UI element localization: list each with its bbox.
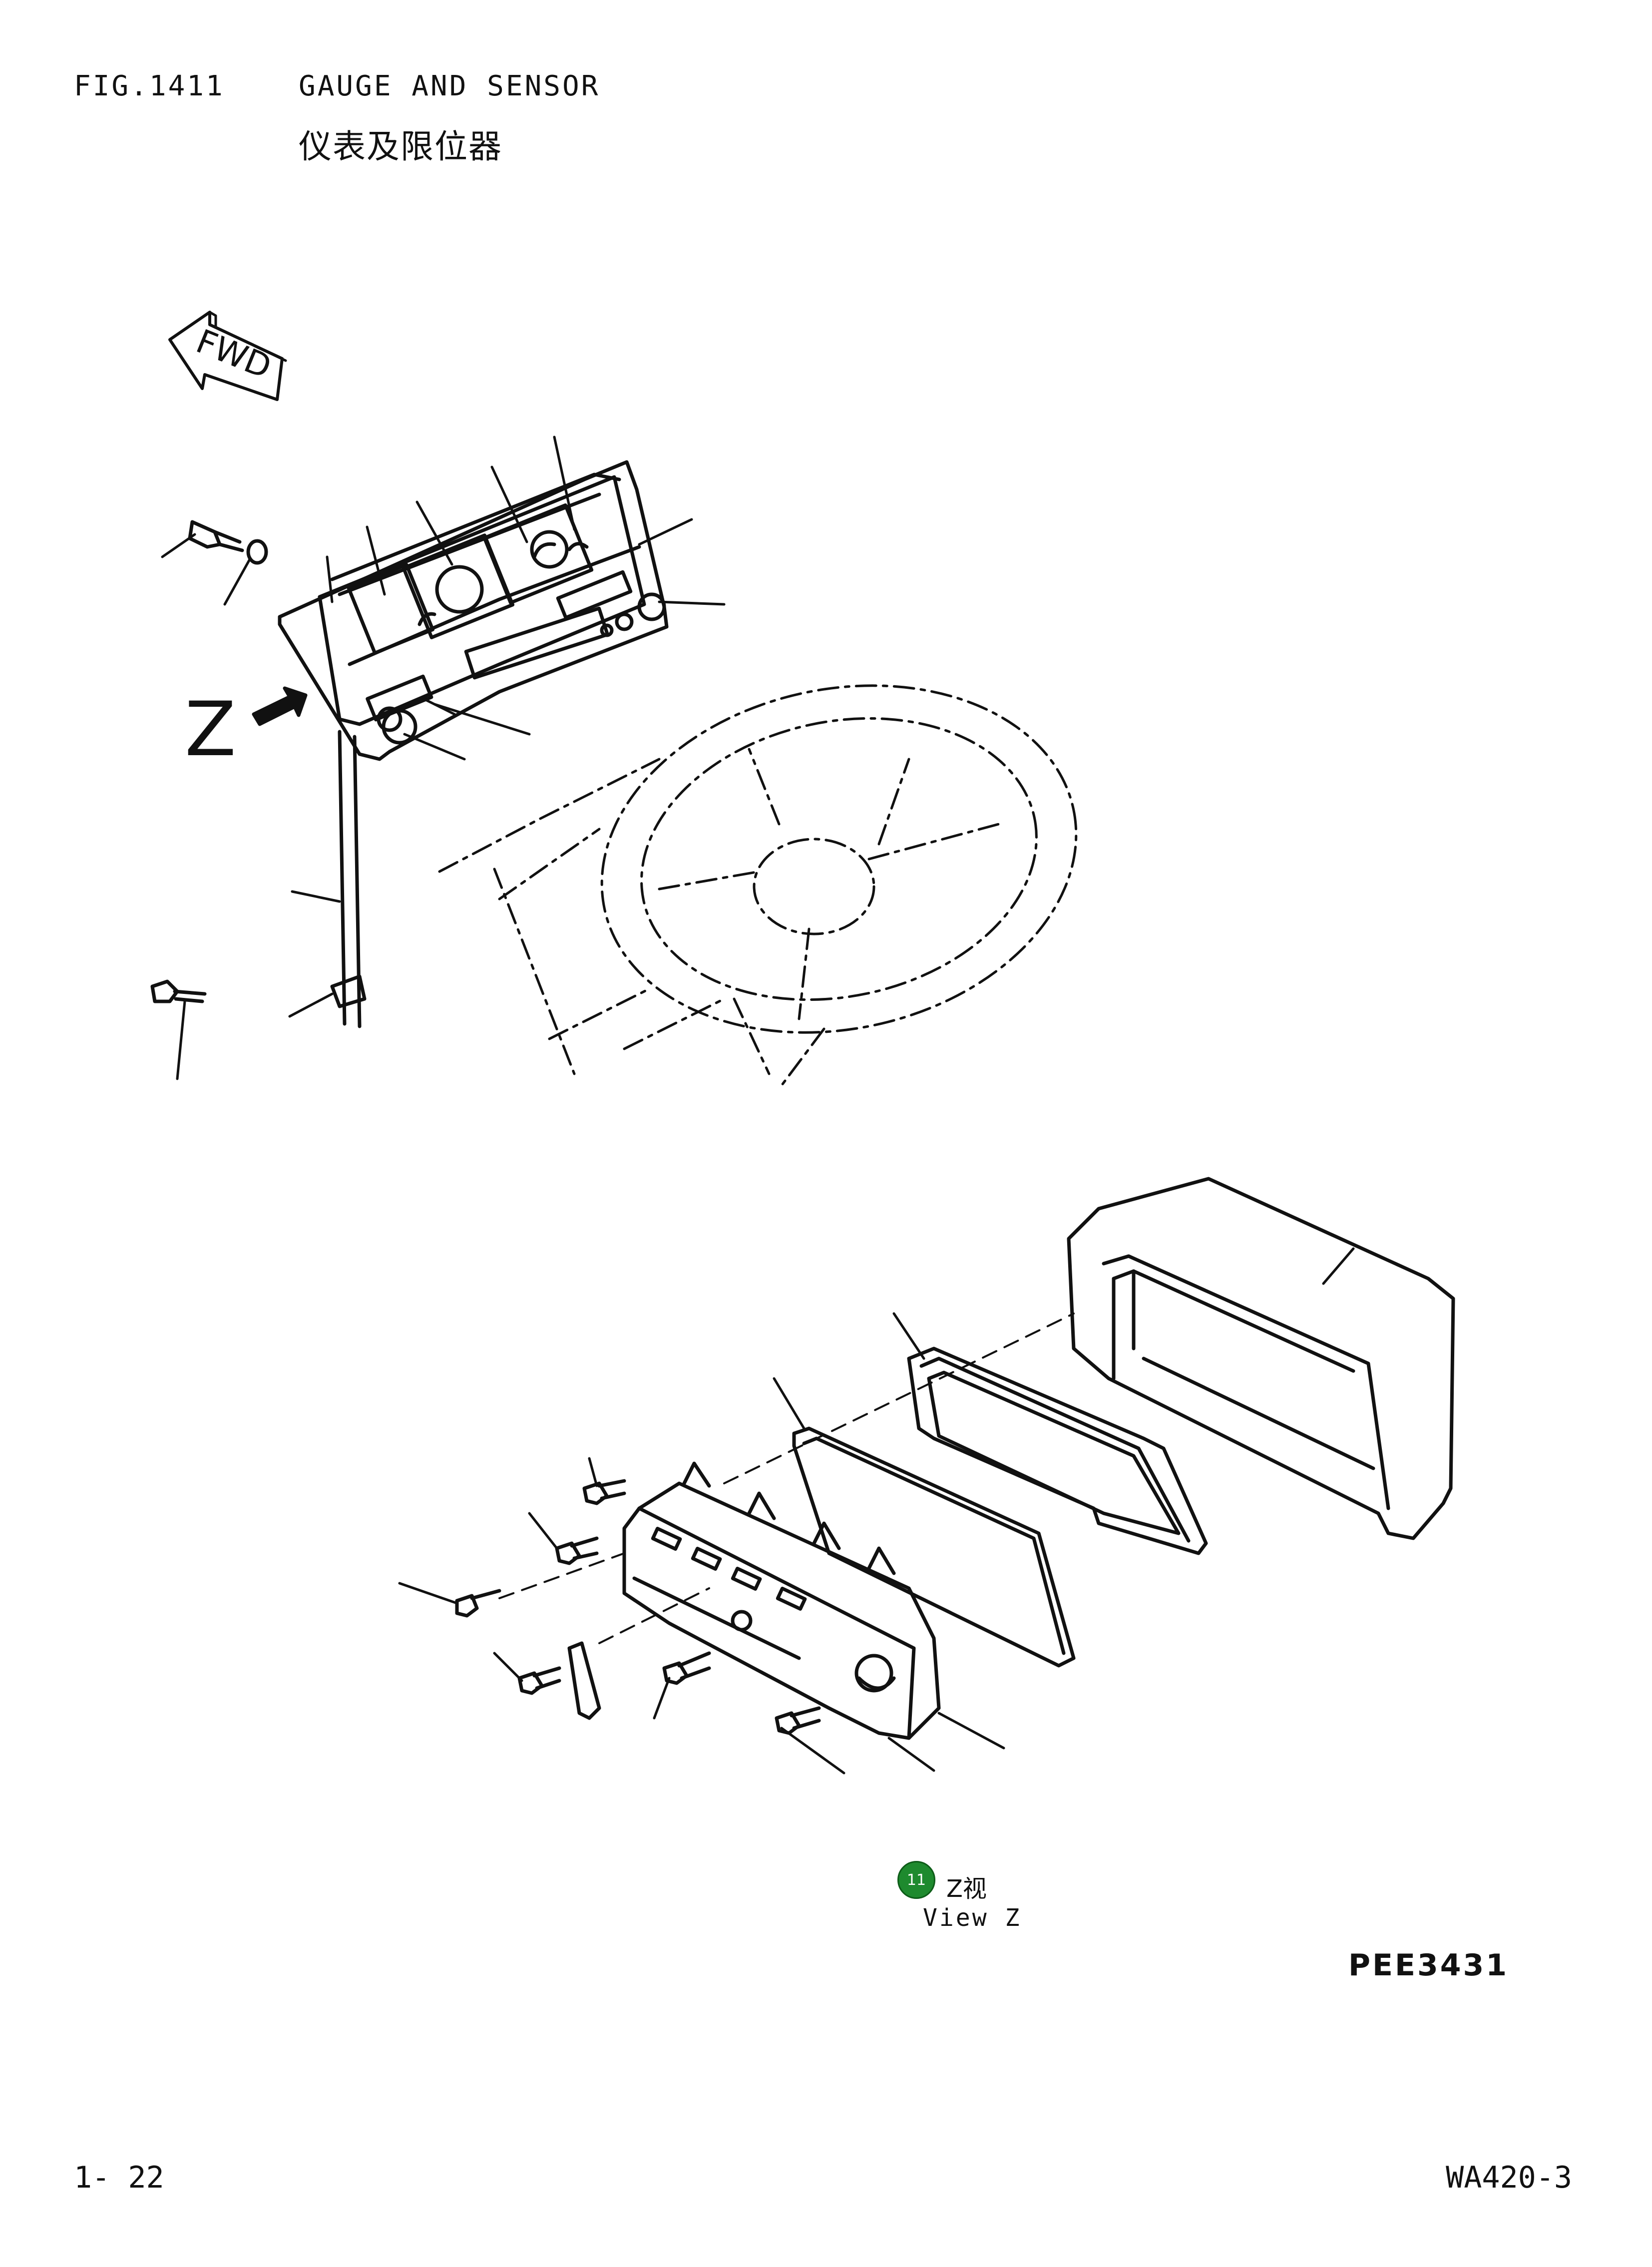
figure-title-chinese: 仪表及限位器 [299, 127, 502, 166]
steering-wheel-phantom [438, 684, 1078, 1090]
gauge-glass-frame [907, 1347, 1208, 1555]
lamp-socket [567, 1641, 601, 1720]
callout-number-badge: 11 [897, 1861, 935, 1899]
view-z-label: Z [185, 686, 236, 773]
clip-bolt [150, 979, 207, 1080]
figure-title: GAUGE AND SENSOR [299, 70, 600, 102]
lower-screws [455, 1479, 821, 1735]
view-z-arrow: Z [185, 686, 308, 773]
forward-direction-arrow: FWD [168, 311, 287, 401]
gauge-lens [792, 1426, 1076, 1668]
gauge-case-cover [1067, 1177, 1455, 1540]
page-number: 1- 22 [74, 2160, 164, 2195]
instrument-panel-assembly [278, 460, 669, 761]
lower-leader-lines [398, 1247, 1355, 1775]
panel-mounting-bolt [161, 520, 268, 606]
figure-number: FIG.1411 [74, 70, 225, 102]
alignment-dashes [498, 1313, 1075, 1644]
drawing-code: PEE3431 [1348, 1948, 1509, 1983]
machine-model: WA420-3 [1446, 2160, 1572, 2195]
wiring-harness [288, 730, 367, 1028]
view-z-caption: View Z [923, 1904, 1022, 1932]
upper-leader-lines [326, 436, 726, 761]
gauge-circuit-board [622, 1461, 941, 1740]
view-z-caption-chinese: Z视 [946, 1875, 987, 1903]
